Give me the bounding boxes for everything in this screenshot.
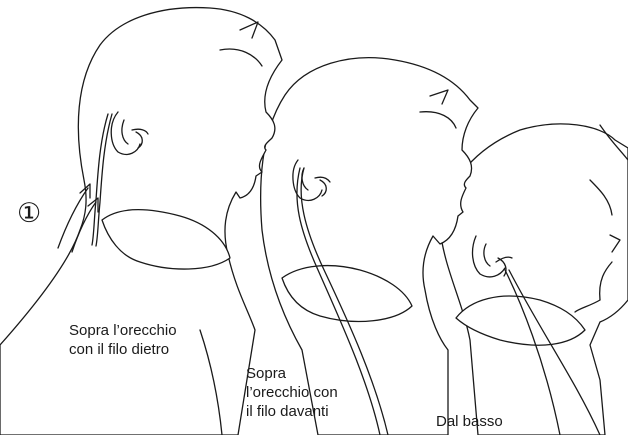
head-cable-in-front xyxy=(260,57,479,435)
label-over-ear-cable-behind: Sopra l’orecchio con il filo dietro xyxy=(69,322,177,358)
head-cable-behind xyxy=(0,6,283,435)
cable-end-left xyxy=(199,329,223,435)
label-from-below: Dal basso xyxy=(436,413,503,430)
step-marker: ① xyxy=(17,198,42,229)
head-from-below xyxy=(439,123,628,435)
label-over-ear-cable-front: Sopra l’orecchio con il filo davanti xyxy=(246,365,338,420)
